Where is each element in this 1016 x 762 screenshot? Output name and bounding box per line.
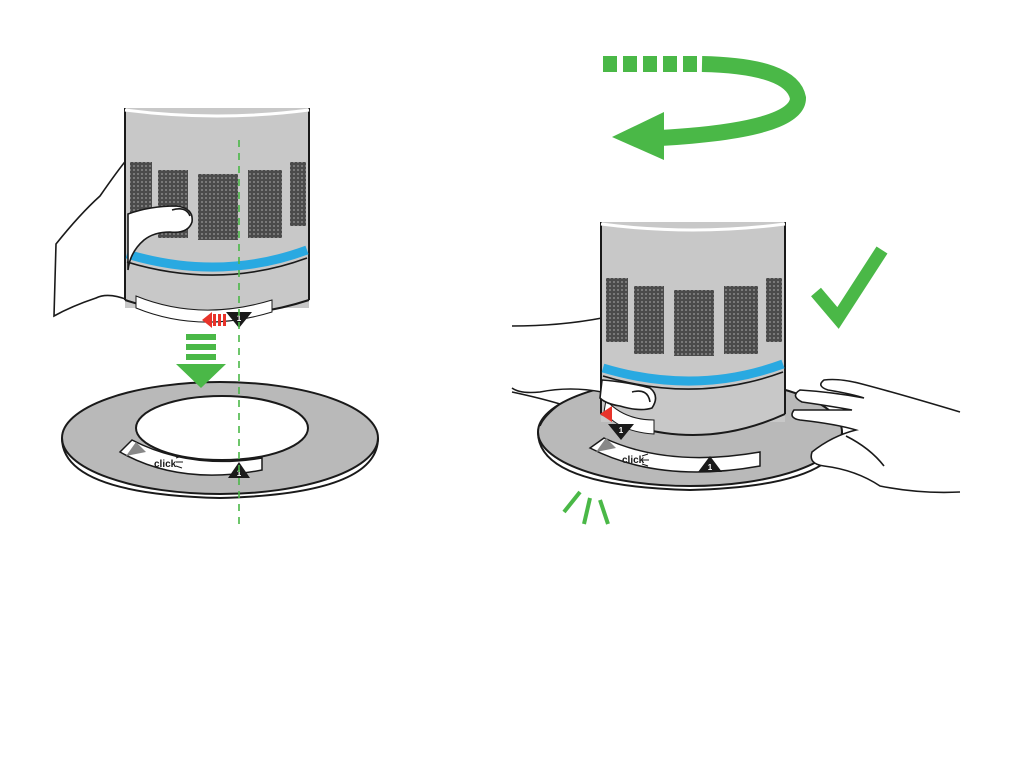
grille-left	[130, 162, 306, 240]
base-marker-number: 1	[237, 469, 242, 478]
hand-right-pressing	[791, 378, 961, 494]
hand-left-fingers	[127, 205, 193, 271]
triangle-marker-icon	[698, 456, 722, 472]
right-step-panel: 1 click	[511, 56, 961, 525]
base-ring-left	[61, 381, 379, 500]
down-arrow-icon	[176, 334, 226, 388]
alignment-red-arrow-icon	[600, 406, 612, 422]
blue-stripe-left	[125, 245, 309, 272]
grille-right	[606, 278, 782, 356]
body-label-right: 1	[600, 398, 655, 440]
body-label-left: 1	[135, 295, 273, 328]
base-label-right: 1 click	[588, 437, 761, 473]
unlock-triangle-icon	[596, 438, 616, 452]
hand-right-left-thumb	[511, 379, 657, 427]
unlock-triangle-icon	[126, 442, 146, 456]
click-label-left: click	[154, 459, 177, 470]
click-burst-icon	[175, 455, 183, 469]
hand-right-left-holding	[511, 317, 603, 394]
base-label-left: 1 click	[118, 439, 263, 478]
body-marker-number-right: 1	[619, 426, 624, 435]
base-marker-number-right: 1	[708, 463, 713, 472]
left-step-panel: 1 click	[53, 108, 379, 524]
click-burst-icon	[562, 490, 610, 525]
left-arrow-icon	[202, 312, 226, 328]
click-label-right: click	[622, 455, 645, 466]
body-marker-number: 1	[237, 314, 242, 323]
fan-body-left: 1	[124, 108, 310, 328]
blue-stripe-right	[601, 359, 785, 386]
rotate-counterclockwise-arrow-icon	[603, 56, 807, 160]
hand-left-holding	[53, 155, 129, 318]
checkmark-icon	[811, 246, 888, 329]
triangle-marker-icon	[226, 312, 252, 328]
click-burst-icon	[641, 453, 649, 467]
triangle-marker-icon	[608, 424, 634, 440]
